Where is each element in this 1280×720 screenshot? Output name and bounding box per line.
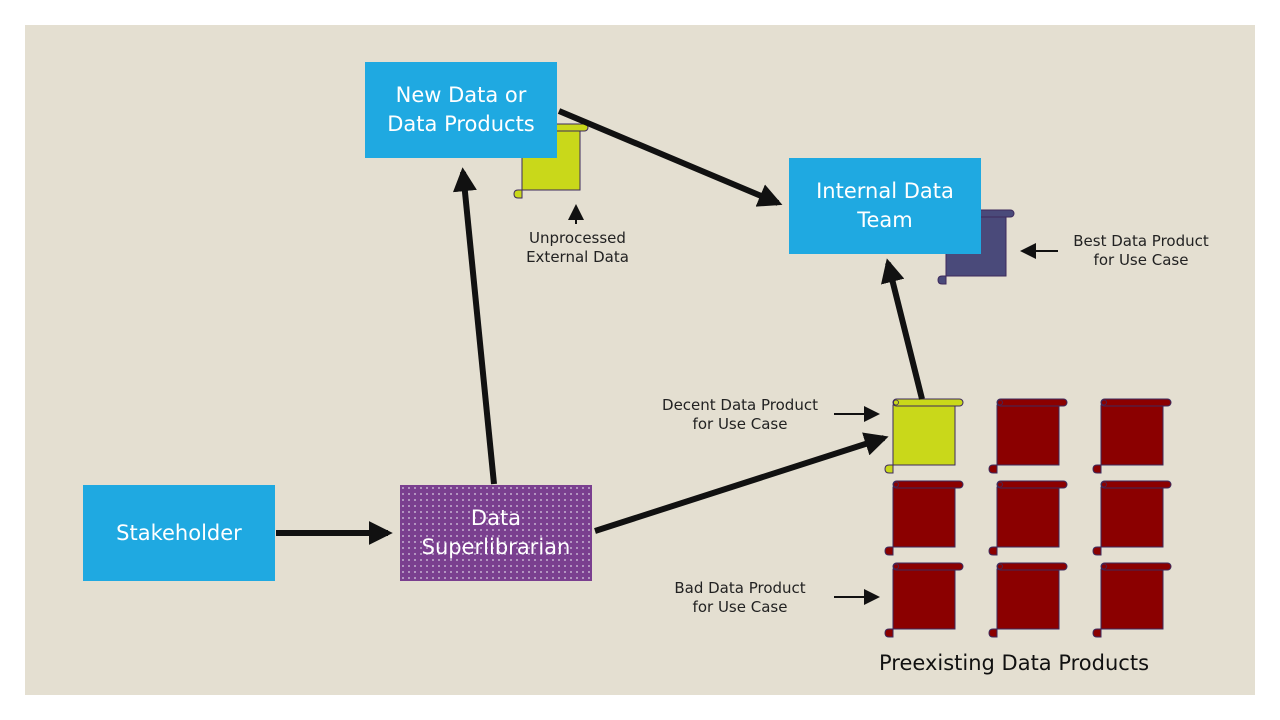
bad-data-product-scroll-icon — [1092, 562, 1172, 638]
decent-data-product-label: Decent Data Product for Use Case — [662, 396, 818, 433]
new-data-box: New Data or Data Products — [365, 62, 557, 158]
arrow-new-data-to-internal-team — [557, 108, 783, 207]
unprocessed-external-data-label: Unprocessed External Data — [526, 229, 629, 266]
best-data-product-label: Best Data Product for Use Case — [1073, 232, 1209, 269]
bad-data-product-scroll-icon — [1092, 398, 1172, 474]
decent-data-product-scroll-icon — [884, 398, 964, 474]
bad-data-product-label: Bad Data Product for Use Case — [674, 579, 806, 616]
data-superlibrarian-box: Data Superlibrarian — [400, 485, 592, 581]
bad-data-product-scroll-icon — [1092, 480, 1172, 556]
bad-data-product-scroll-icon — [884, 480, 964, 556]
internal-data-team-box: Internal Data Team — [789, 158, 981, 254]
stakeholder-box: Stakeholder — [83, 485, 275, 581]
arrow-decent-product-to-internal-team — [881, 258, 925, 400]
bad-data-product-scroll-icon — [988, 562, 1068, 638]
arrow-superlibrarian-to-new-data — [452, 167, 497, 485]
preexisting-data-products-caption: Preexisting Data Products — [879, 651, 1150, 675]
bad-data-product-scroll-icon — [884, 562, 964, 638]
arrow-superlibrarian-to-decent-product — [594, 432, 889, 534]
bad-data-product-scroll-icon — [988, 480, 1068, 556]
bad-data-product-scroll-icon — [988, 398, 1068, 474]
